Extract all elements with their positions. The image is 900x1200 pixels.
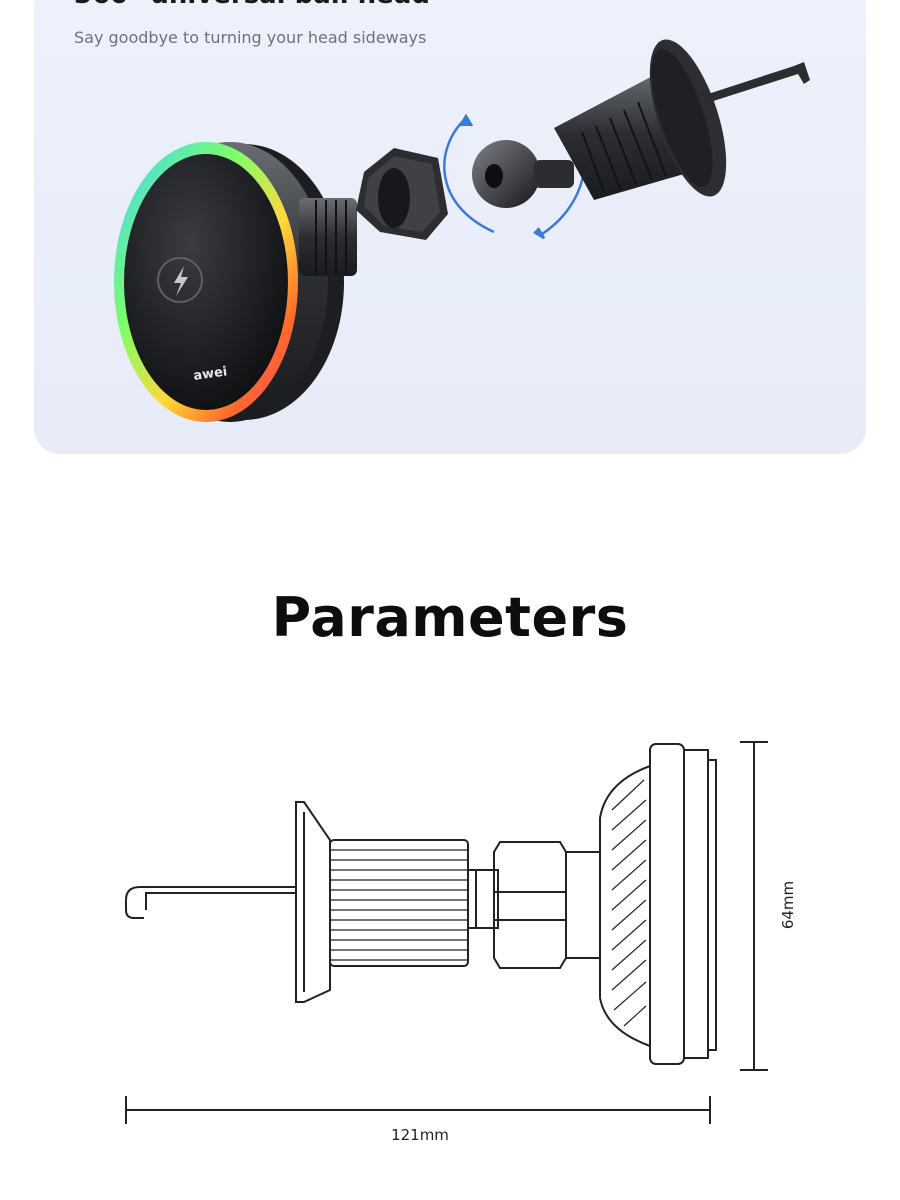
dimension-drawing [125, 741, 768, 1124]
threaded-stem [299, 198, 357, 276]
width-dimension-line [125, 1096, 711, 1124]
charger-pad: awei [114, 142, 344, 422]
parameters-title: Parameters [271, 586, 629, 649]
pad-ridges [611, 779, 647, 1027]
charging-bolt-icon [157, 257, 203, 303]
ball-head [472, 140, 574, 208]
knurl-lines [330, 849, 468, 961]
width-label: 121mm [391, 1126, 449, 1144]
brand-logo: awei [192, 364, 228, 384]
height-label: 64mm [779, 880, 797, 930]
feature-headline: 360° universal ball head [74, 0, 430, 10]
feature-subtitle: Say goodbye to turning your head sideway… [74, 28, 427, 47]
exploded-product-illustration: awei [114, 39, 810, 422]
hex-nut [356, 148, 448, 240]
height-dimension-line [740, 741, 768, 1071]
side-view-line-art [125, 743, 717, 1065]
vent-clip [554, 39, 810, 200]
